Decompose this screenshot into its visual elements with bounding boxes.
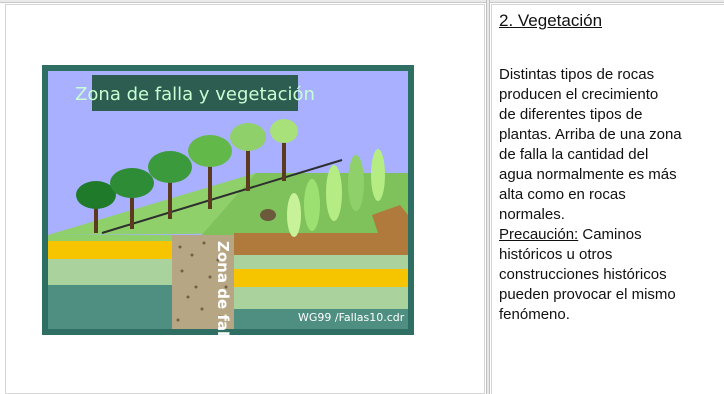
rock-outcrop [372, 205, 408, 233]
path-line [101, 159, 343, 234]
caution-label: Precaución: [499, 226, 579, 243]
body-line: Distintas tipos de rocas [499, 66, 655, 83]
stratum-brown-right [234, 233, 408, 255]
fault-zone [172, 235, 234, 329]
fault-zone-illustration: Zona de falla y vegetación Zona de falla [42, 65, 414, 335]
figure-title: Zona de falla y vegetación [75, 84, 315, 105]
caution-line: Precaución: Caminos [499, 225, 724, 245]
body-line: construcciones históricos [499, 266, 667, 283]
stratum-teal-left [48, 285, 172, 329]
figure-title-box [92, 75, 298, 111]
fault-zone-texture [176, 241, 228, 322]
stratum-green-right [234, 287, 408, 309]
stratum-green-left [48, 259, 172, 285]
body-line: normales. [499, 206, 565, 223]
body-line: alta como en rocas [499, 186, 626, 203]
body-line: pueden provocar el mismo [499, 286, 676, 303]
caution-text: Caminos [578, 226, 642, 243]
body-line: fenómeno. [499, 306, 570, 323]
table-top-border [0, 0, 724, 3]
body-line: de diferentes tipos de [499, 106, 643, 123]
text-cell: 2. Vegetación Distintas tipos de rocas p… [491, 4, 724, 394]
poplar-trees [287, 149, 385, 237]
stratum-grass-left [48, 235, 172, 241]
stratum-yellow-right [234, 269, 408, 287]
stratum-teal-right [234, 309, 408, 329]
stratum-green-right-top [234, 255, 408, 269]
column-divider [486, 0, 490, 394]
section-heading: 2. Vegetación [499, 11, 603, 30]
fault-zone-label: Zona de falla [214, 241, 232, 335]
broadleaf-trees [76, 119, 298, 233]
body-line: producen el crecimiento [499, 86, 659, 103]
figure-credit: WG99 /Fallas10.cdr [298, 311, 405, 324]
shrub [260, 209, 276, 221]
stratum-yellow-left [48, 241, 172, 259]
section-body: Distintas tipos de rocas producen el cre… [499, 65, 724, 325]
body-line: agua normalmente es más [499, 166, 677, 183]
body-line: de falla la cantidad del [499, 146, 649, 163]
body-line: plantas. Arriba de una zona [499, 126, 682, 143]
body-line: históricos u otros [499, 246, 613, 263]
